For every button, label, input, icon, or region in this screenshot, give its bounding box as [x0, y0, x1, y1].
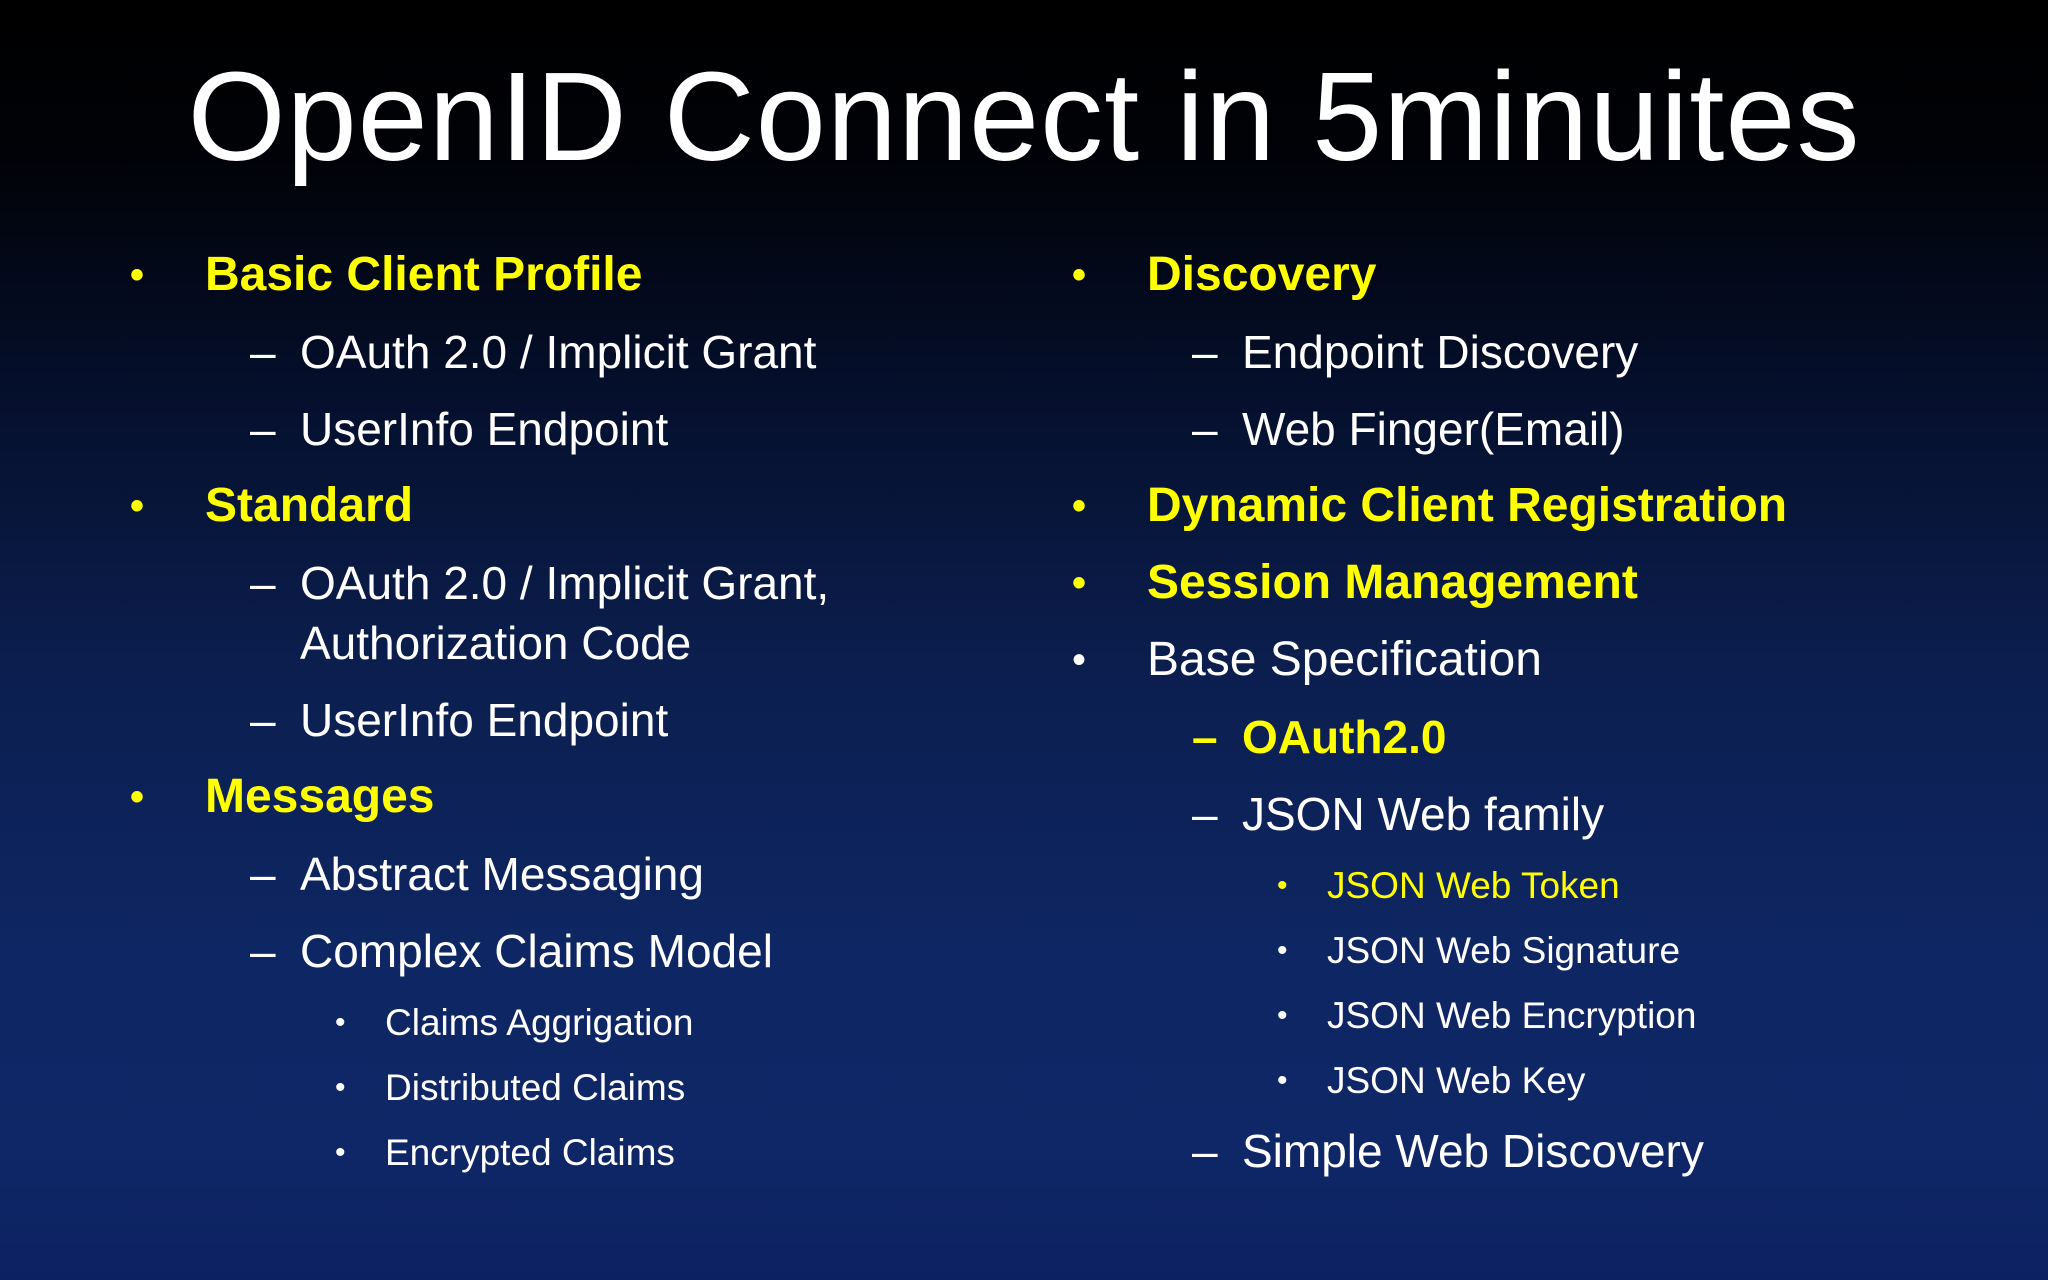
list-item-label: JSON Web Signature	[1327, 930, 1681, 971]
dash-bullet-icon: –	[1192, 711, 1218, 763]
list-item-label: Base Specification	[1147, 633, 1542, 686]
list-item-label: Session Management	[1147, 556, 1638, 609]
list-item: – Endpoint Discovery	[1072, 322, 2032, 382]
list-item: • Claims Aggrigation	[130, 998, 1035, 1048]
list-item-label: UserInfo Endpoint	[300, 403, 669, 455]
dash-bullet-icon: –	[1192, 403, 1218, 455]
list-item: – Simple Web Discovery	[1072, 1121, 2032, 1181]
bullet-dot-icon: •	[130, 775, 145, 819]
list-item: – Complex Claims Model	[130, 921, 1035, 981]
list-item: • Encrypted Claims	[130, 1128, 1035, 1178]
bullet-dot-icon: •	[335, 1006, 346, 1039]
list-item-label: Endpoint Discovery	[1242, 326, 1639, 378]
list-item: • Base Specification	[1072, 630, 2032, 690]
list-item-label: Simple Web Discovery	[1242, 1125, 1704, 1177]
list-item-label: JSON Web Encryption	[1327, 995, 1697, 1036]
dash-bullet-icon: –	[250, 326, 276, 378]
list-item-label: JSON Web family	[1242, 788, 1605, 840]
list-item: • Standard	[130, 476, 1035, 536]
list-item-label: Dynamic Client Registration	[1147, 479, 1788, 532]
bullet-dot-icon: •	[1072, 638, 1087, 682]
bullet-dot-icon: •	[1072, 484, 1087, 528]
list-item: – Web Finger(Email)	[1072, 399, 2032, 459]
list-item-label: Standard	[205, 479, 414, 532]
slide-title: OpenID Connect in 5minuites	[187, 46, 1861, 187]
list-item-label: Basic Client Profile	[205, 248, 643, 301]
bullet-dot-icon: •	[335, 1136, 346, 1169]
bullet-dot-icon: •	[335, 1071, 346, 1104]
list-item-label: Discovery	[1147, 248, 1377, 301]
bullet-column-right: • Discovery – Endpoint Discovery – Web F…	[1072, 245, 2032, 1198]
list-item: – UserInfo Endpoint	[130, 690, 1035, 750]
bullet-dot-icon: •	[1277, 934, 1288, 967]
list-item: – OAuth 2.0 / Implicit Grant, Authorizat…	[130, 553, 1035, 673]
list-item-label: UserInfo Endpoint	[300, 694, 669, 746]
dash-bullet-icon: –	[250, 848, 276, 900]
list-item-label: OAuth 2.0 / Implicit Grant	[300, 326, 817, 378]
list-item-label: OAuth 2.0 / Implicit Grant, Authorizatio…	[300, 557, 830, 669]
list-item: • JSON Web Encryption	[1072, 991, 2032, 1041]
bullet-dot-icon: •	[130, 484, 145, 528]
list-item-label: JSON Web Token	[1327, 865, 1620, 906]
bullet-dot-icon: •	[1277, 869, 1288, 902]
list-item-label: Complex Claims Model	[300, 925, 773, 977]
list-item: – OAuth2.0	[1072, 707, 2032, 767]
list-item-label: Distributed Claims	[385, 1067, 686, 1108]
list-item-label: Claims Aggrigation	[385, 1002, 694, 1043]
list-item: – JSON Web family	[1072, 784, 2032, 844]
list-item: • Messages	[130, 767, 1035, 827]
dash-bullet-icon: –	[1192, 788, 1218, 840]
dash-bullet-icon: –	[1192, 326, 1218, 378]
list-item: • JSON Web Signature	[1072, 926, 2032, 976]
list-item: • JSON Web Key	[1072, 1056, 2032, 1106]
dash-bullet-icon: –	[250, 925, 276, 977]
dash-bullet-icon: –	[250, 557, 276, 609]
bullet-column-left: • Basic Client Profile – OAuth 2.0 / Imp…	[130, 245, 1035, 1193]
dash-bullet-icon: –	[250, 403, 276, 455]
list-item-label: Messages	[205, 770, 435, 823]
list-item-label: JSON Web Key	[1327, 1060, 1586, 1101]
bullet-dot-icon: •	[1072, 561, 1087, 605]
list-item-label: Encrypted Claims	[385, 1132, 675, 1173]
list-item: • Dynamic Client Registration	[1072, 476, 2032, 536]
dash-bullet-icon: –	[250, 694, 276, 746]
list-item: – Abstract Messaging	[130, 844, 1035, 904]
list-item: • Distributed Claims	[130, 1063, 1035, 1113]
dash-bullet-icon: –	[1192, 1125, 1218, 1177]
bullet-dot-icon: •	[1277, 1064, 1288, 1097]
list-item-label: Abstract Messaging	[300, 848, 704, 900]
list-item-label: OAuth2.0	[1242, 711, 1447, 763]
list-item: – OAuth 2.0 / Implicit Grant	[130, 322, 1035, 382]
list-item: – UserInfo Endpoint	[130, 399, 1035, 459]
bullet-dot-icon: •	[1072, 253, 1087, 297]
list-item: • Discovery	[1072, 245, 2032, 305]
list-item: • Session Management	[1072, 553, 2032, 613]
list-item: • Basic Client Profile	[130, 245, 1035, 305]
bullet-dot-icon: •	[130, 253, 145, 297]
bullet-dot-icon: •	[1277, 999, 1288, 1032]
list-item-label: Web Finger(Email)	[1242, 403, 1625, 455]
list-item: • JSON Web Token	[1072, 861, 2032, 911]
